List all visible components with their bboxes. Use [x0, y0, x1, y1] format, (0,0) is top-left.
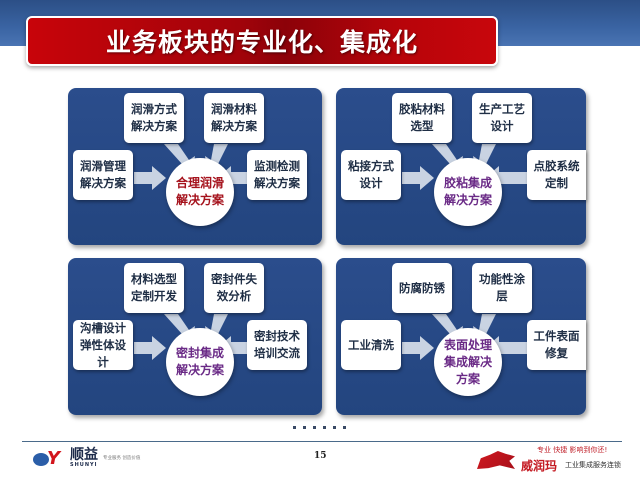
panel-sealing: 材料选型定制开发 密封件失效分析 沟槽设计弹性体设计 密封技术培训交流 密封集成… — [68, 258, 322, 415]
box-groove-elastomer-design: 沟槽设计弹性体设计 — [73, 320, 133, 370]
shunyi-logo: Y 顺益 SHUNYI 专业服务 创造价值 — [33, 447, 141, 468]
panel-adhesive: 胶粘材料选型 生产工艺设计 粘接方式设计 点胶系统定制 胶粘集成解决方案 — [336, 88, 586, 245]
slide-title: 业务板块的专业化、集成化 — [105, 28, 418, 57]
center-lubrication-solution: 合理润滑解决方案 — [166, 158, 234, 226]
box-functional-coating: 功能性涂层 — [472, 263, 532, 313]
box-dispensing-system: 点胶系统定制 — [527, 150, 586, 200]
brand-weirunma: 威润玛 — [521, 459, 558, 473]
box-monitoring-detection: 监测检测解决方案 — [247, 150, 307, 200]
box-material-selection-development: 材料选型定制开发 — [124, 263, 184, 313]
brand-cn: 顺益 — [70, 447, 98, 463]
horse-logo-icon — [477, 451, 515, 469]
box-sealing-training: 密封技术培训交流 — [247, 320, 307, 370]
brand-weirunma-sub: 工业集成服务连锁 — [565, 461, 621, 469]
center-surface-solution: 表面处理集成解决方案 — [434, 328, 502, 396]
box-lubrication-material: 润滑材料解决方案 — [204, 93, 264, 143]
panel-lubrication: 润滑方式解决方案 润滑材料解决方案 润滑管理解决方案 监测检测解决方案 合理润滑… — [68, 88, 322, 245]
panel-surface-treatment: 防腐防锈 功能性涂层 工业清洗 工件表面修复 表面处理集成解决方案 — [336, 258, 586, 415]
decorative-dots — [293, 426, 346, 429]
sy-logo-icon: Y — [33, 449, 67, 468]
box-adhesive-material-selection: 胶粘材料选型 — [392, 93, 452, 143]
box-surface-repair: 工件表面修复 — [527, 320, 586, 370]
brand-en: SHUNYI — [70, 462, 98, 468]
box-lubrication-method: 润滑方式解决方案 — [124, 93, 184, 143]
center-sealing-solution: 密封集成解决方案 — [166, 328, 234, 396]
weirunma-logo: 专业 快捷 影响到你还! 威润玛 工业集成服务连锁 — [475, 445, 635, 473]
center-adhesive-solution: 胶粘集成解决方案 — [434, 158, 502, 226]
box-anticorrosion: 防腐防锈 — [392, 263, 452, 313]
box-bonding-method-design: 粘接方式设计 — [341, 150, 401, 200]
box-seal-failure-analysis: 密封件失效分析 — [204, 263, 264, 313]
box-lubrication-management: 润滑管理解决方案 — [73, 150, 133, 200]
slogan: 专业 快捷 影响到你还! — [537, 446, 608, 454]
box-production-process-design: 生产工艺设计 — [472, 93, 532, 143]
footer-divider — [22, 441, 622, 442]
slide-title-bar: 业务板块的专业化、集成化 — [26, 16, 498, 66]
brand-tagline: 专业服务 创造价值 — [103, 455, 141, 461]
box-industrial-cleaning: 工业清洗 — [341, 320, 401, 370]
page-number: 15 — [314, 451, 327, 461]
